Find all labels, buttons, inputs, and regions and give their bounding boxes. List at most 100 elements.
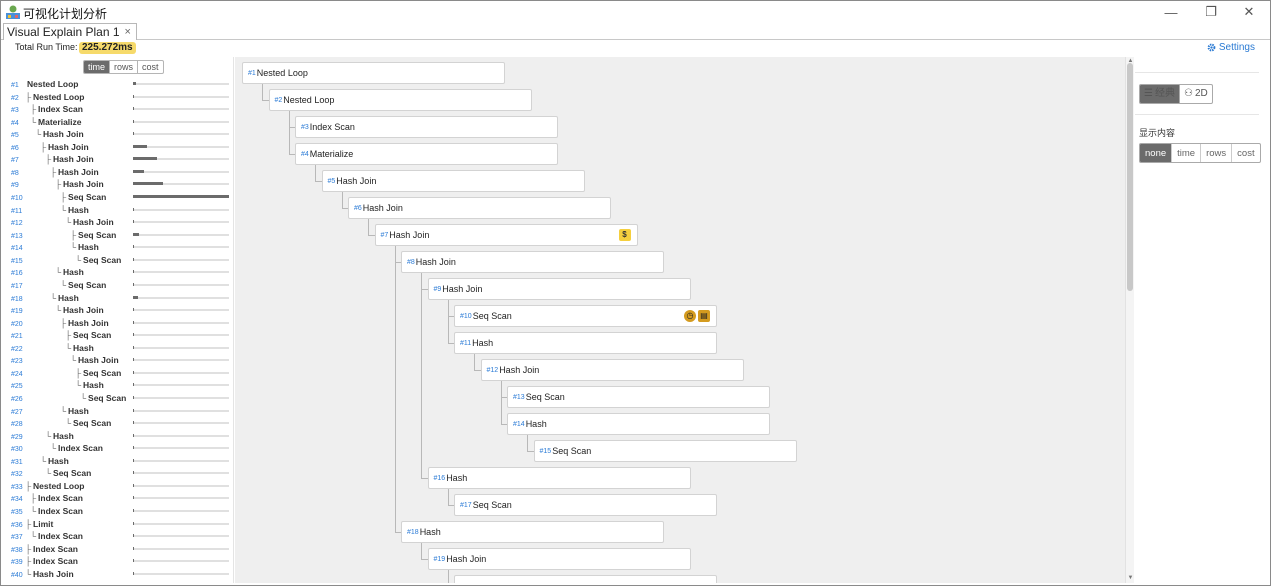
close-button[interactable]: ✕: [1243, 4, 1255, 19]
tree-row[interactable]: #22└Hash: [11, 342, 231, 354]
tree-node-id: #10: [11, 195, 23, 203]
tree-row[interactable]: #8├Hash Join: [11, 166, 231, 178]
scroll-thumb[interactable]: [1127, 63, 1133, 291]
tree-row[interactable]: #10├Seq Scan: [11, 191, 231, 203]
view-option-classic[interactable]: ☰经典: [1140, 85, 1180, 103]
tree-row[interactable]: #5└Hash Join: [11, 128, 231, 140]
tree-row[interactable]: #34├Index Scan: [11, 492, 231, 504]
tree-node-id: #4: [11, 119, 19, 127]
tree-row[interactable]: #9├Hash Join: [11, 178, 231, 190]
tree-row[interactable]: #25└Hash: [11, 379, 231, 391]
tree-row[interactable]: #20├Hash Join: [11, 317, 231, 329]
tree-row[interactable]: #11└Hash: [11, 204, 231, 216]
scroll-up-arrow-icon[interactable]: ▲: [1127, 58, 1134, 64]
tree-row[interactable]: #24├Seq Scan: [11, 367, 231, 379]
tree-row[interactable]: #15└Seq Scan: [11, 254, 231, 266]
show-option-rows[interactable]: rows: [1201, 144, 1233, 162]
tree-row[interactable]: #6├Hash Join: [11, 141, 231, 153]
metric-option-rows[interactable]: rows: [110, 61, 139, 73]
time-bar-fill: [133, 396, 134, 399]
tree-row[interactable]: #4└Materialize: [11, 116, 231, 128]
tree-row[interactable]: #40└Hash Join: [11, 568, 231, 580]
tree-row[interactable]: #18└Hash: [11, 292, 231, 304]
tree-row[interactable]: #39├Index Scan: [11, 555, 231, 567]
tree-node-label: Hash Join: [53, 154, 94, 165]
metric-option-cost[interactable]: cost: [142, 62, 159, 72]
tree-row[interactable]: #36├Limit: [11, 518, 231, 530]
tab-close-icon[interactable]: ×: [124, 26, 131, 38]
divider: [1135, 72, 1259, 73]
minimize-button[interactable]: —: [1164, 4, 1178, 20]
tree-row[interactable]: #7├Hash Join: [11, 153, 231, 165]
tree-node-id: #23: [11, 358, 23, 366]
maximize-button[interactable]: ❐: [1205, 4, 1217, 19]
tree-row[interactable]: #35└Index Scan: [11, 505, 231, 517]
tree-row[interactable]: #31└Hash: [11, 455, 231, 467]
tree-row[interactable]: #37└Index Scan: [11, 530, 231, 542]
tree-row[interactable]: #2├Nested Loop: [11, 91, 231, 103]
plan-node[interactable]: #20: [454, 575, 717, 583]
tree-row[interactable]: #28└Seq Scan: [11, 417, 231, 429]
tree-row[interactable]: #29└Hash: [11, 430, 231, 442]
scroll-down-arrow-icon[interactable]: ▼: [1127, 575, 1134, 581]
show-option-time[interactable]: time: [1172, 144, 1202, 162]
time-bar-track: [133, 95, 229, 98]
tree-row[interactable]: #17└Seq Scan: [11, 279, 231, 291]
tree-connector: [447, 570, 449, 583]
tree-branch-glyph: ├: [25, 518, 32, 529]
time-bar-track: [133, 472, 229, 475]
show-option-cost[interactable]: cost: [1237, 148, 1255, 159]
tree-row[interactable]: #26└Seq Scan: [11, 392, 231, 404]
canvas-scrollbar[interactable]: ▲ ▼: [1125, 57, 1134, 583]
app-logo-icon: [6, 5, 20, 19]
tree-row[interactable]: #3├Index Scan: [11, 103, 231, 115]
time-bar-fill: [133, 421, 134, 425]
tree-row[interactable]: #21├Seq Scan: [11, 329, 231, 341]
tree-row[interactable]: #27└Hash: [11, 405, 231, 417]
tree-row[interactable]: #23└Hash Join: [11, 354, 231, 366]
tree-row[interactable]: #38├Index Scan: [11, 543, 231, 555]
view-option-label: 经典: [1154, 88, 1175, 99]
tree-row[interactable]: #33├Nested Loop: [11, 480, 231, 492]
tree-row[interactable]: #13├Seq Scan: [11, 229, 231, 241]
tree-branch-glyph: └: [50, 292, 57, 303]
time-bar-fill: [133, 345, 134, 349]
metric-option-time[interactable]: time: [84, 61, 111, 73]
time-bar-fill: [133, 559, 134, 563]
tree-row[interactable]: #19└Hash Join: [11, 304, 231, 316]
time-bar-track: [133, 233, 229, 236]
tab-visual-explain-plan[interactable]: Visual Explain Plan 1 ×: [3, 23, 137, 40]
plan-node-label: Hash: [419, 527, 441, 537]
settings-link[interactable]: Settings: [1207, 42, 1255, 53]
show-option-none[interactable]: none: [1140, 144, 1173, 162]
view-option-2d[interactable]: ⚇2D: [1180, 85, 1212, 103]
tree-row[interactable]: #16└Hash: [11, 266, 231, 278]
tree-row[interactable]: #12└Hash Join: [11, 216, 231, 228]
tree-row[interactable]: #30└Index Scan: [11, 442, 231, 454]
tree-row[interactable]: #32└Seq Scan: [11, 467, 231, 479]
time-bar-fill: [133, 483, 134, 487]
tree-row[interactable]: #14└Hash: [11, 241, 231, 253]
